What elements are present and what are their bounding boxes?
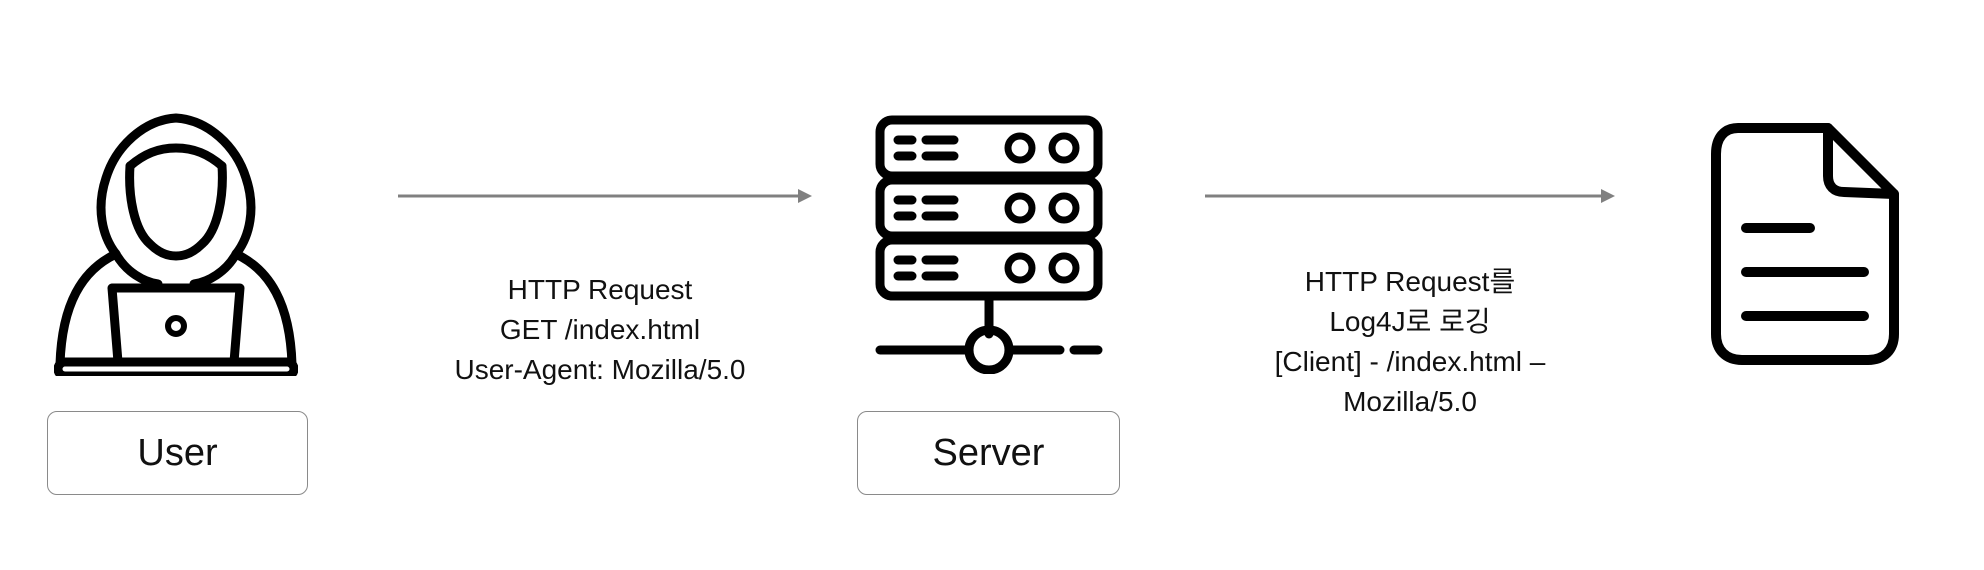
edge-caption-line: Log4J로 로깅 (1329, 306, 1491, 337)
server-label-box: Server (857, 411, 1120, 495)
hacker-icon (54, 113, 298, 376)
edge-caption-line: User-Agent: Mozilla/5.0 (454, 354, 746, 385)
edge-caption-line: HTTP Request를 (1304, 266, 1516, 297)
edge-caption-line: GET /index.html (499, 314, 701, 345)
edge-caption-line: HTTP Request (507, 274, 693, 305)
document-icon (1711, 123, 1899, 365)
arrow-server-to-log (1205, 189, 1615, 203)
arrow-user-to-server (398, 189, 812, 203)
edge-caption-user-to-server: HTTP Request GET /index.html User-Agent:… (400, 270, 800, 390)
user-label: User (137, 431, 218, 474)
edge-caption-line: [Client] - /index.html – (1274, 346, 1546, 377)
server-icon (875, 115, 1103, 374)
server-label: Server (932, 431, 1045, 474)
user-label-box: User (47, 411, 308, 495)
edge-caption-server-to-log: HTTP Request를 Log4J로 로깅 [Client] - /inde… (1210, 262, 1610, 422)
edge-caption-line: Mozilla/5.0 (1343, 386, 1477, 417)
